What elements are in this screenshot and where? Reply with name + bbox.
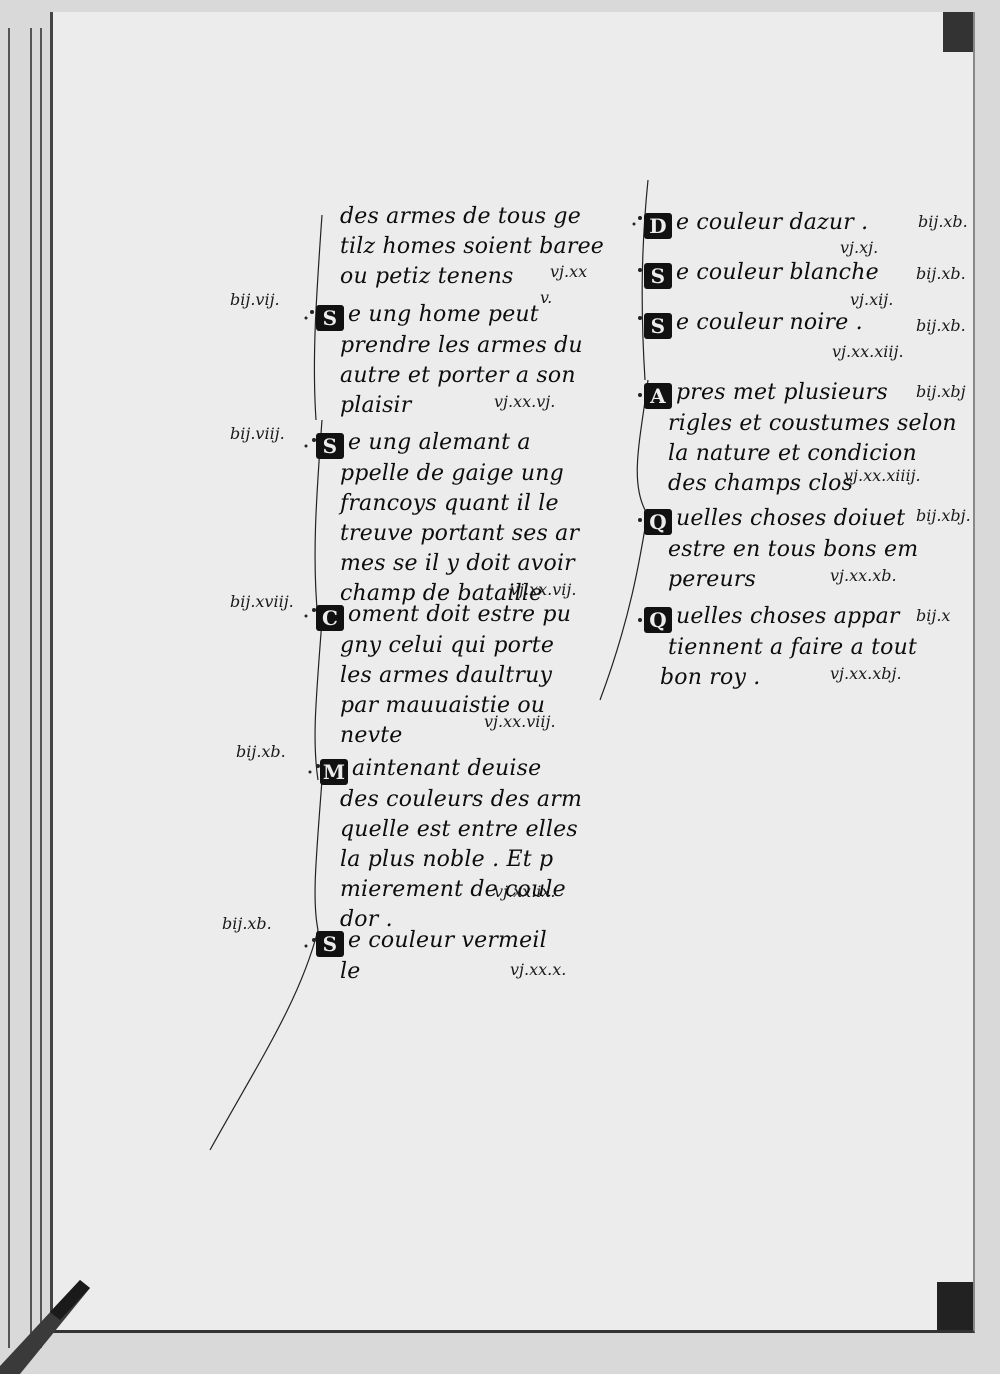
illuminated-initial: S (316, 305, 344, 331)
entry-line: francoys quant il le (340, 491, 559, 516)
folio-reference: vj.xj. (840, 238, 879, 257)
folio-reference: vj.xx.ix. (494, 882, 556, 901)
folio-reference: vj.xx (550, 262, 588, 281)
pen-tip-object (0, 1280, 90, 1374)
illuminated-initial: S (316, 931, 344, 957)
illuminated-initial: S (316, 433, 344, 459)
stacked-page-edges (0, 28, 60, 1348)
entry-line: des couleurs des arm (340, 787, 583, 812)
illuminated-initial: A (644, 383, 672, 409)
illuminated-initial: S (644, 313, 672, 339)
entry-line: mes se il y doit avoir (340, 551, 575, 576)
margin-note: bij.xb. (222, 914, 272, 933)
entry-line: plaisir (340, 393, 412, 418)
folio-reference: vj.xx.xb. (830, 566, 897, 585)
entry-line: bon roy . (660, 665, 761, 690)
entry-line: des champs clos (668, 471, 854, 496)
entry-line: treuve portant ses ar (340, 521, 580, 546)
margin-note: bij.xb. (918, 212, 968, 231)
margin-note: bij.xb. (916, 264, 966, 283)
illuminated-initial: C (316, 605, 344, 631)
entry-line: les armes daultruy (340, 663, 553, 688)
folio-reference: vj.xx.xiiij. (844, 466, 921, 485)
entry-line: par mauuaistie ou (340, 693, 546, 718)
margin-note: bij.viij. (230, 424, 285, 443)
folio-reference: vj.xx.viij. (484, 712, 556, 731)
entry-line: ppelle de gaige ung (340, 461, 564, 486)
entry-line: estre en tous bons em (668, 537, 919, 562)
entry-line: la plus noble . Et p (340, 847, 554, 872)
folio-reference: vj.xx.xiij. (832, 342, 904, 361)
entry-line: quelle est entre elles (340, 817, 578, 842)
folio-reference: vj.xx.vj. (494, 392, 556, 411)
illuminated-initial: D (644, 213, 672, 239)
folio-reference: vj.xij. (850, 290, 894, 309)
illuminated-initial: Q (644, 509, 672, 535)
manuscript-page (50, 12, 975, 1333)
page-corner-shadow (943, 12, 973, 52)
folio-reference: vj.xx.x. (510, 960, 567, 979)
entry-line: autre et porter a son (340, 363, 576, 388)
margin-note: bij.xbj (916, 382, 966, 401)
margin-note: bij.xbj. (916, 506, 971, 525)
folio-reference: vj.xx.vij. (510, 580, 577, 599)
margin-note: bij.vij. (230, 290, 280, 309)
entry-line: tilz homes soient baree (340, 234, 605, 259)
entry-line: champ de bataille (340, 581, 543, 606)
margin-note: bij.xviij. (230, 592, 294, 611)
margin-note: bij.xb. (916, 316, 966, 335)
page-corner-shadow (937, 1282, 973, 1330)
toc-entry: des armes de tous ge tilz homes soient b… (340, 202, 604, 292)
margin-note: bij.xb. (236, 742, 286, 761)
folio-reference: vj.xx.xbj. (830, 664, 902, 683)
margin-note: bij.x (916, 606, 951, 625)
entry-line: tiennent a faire a tout (668, 635, 917, 660)
entry-line: dor . (340, 907, 393, 932)
entry-line: ou petiz tenens (340, 264, 514, 289)
illuminated-initial: Q (644, 607, 672, 633)
entry-line: le (340, 959, 361, 984)
entry-line: prendre les armes du (340, 333, 583, 358)
illuminated-initial: S (644, 263, 672, 289)
entry-line: rigles et coustumes selon (668, 411, 957, 436)
entry-line: gny celui qui porte (340, 633, 555, 658)
entry-line: mierement de coule (340, 877, 566, 902)
entry-line: la nature et condicion (668, 441, 917, 466)
entry-line: pereurs (668, 567, 757, 592)
folio-reference: v. (540, 288, 553, 307)
entry-line: nevte (340, 723, 403, 748)
illuminated-initial: M (320, 759, 348, 785)
entry-line: des armes de tous ge (340, 204, 581, 229)
